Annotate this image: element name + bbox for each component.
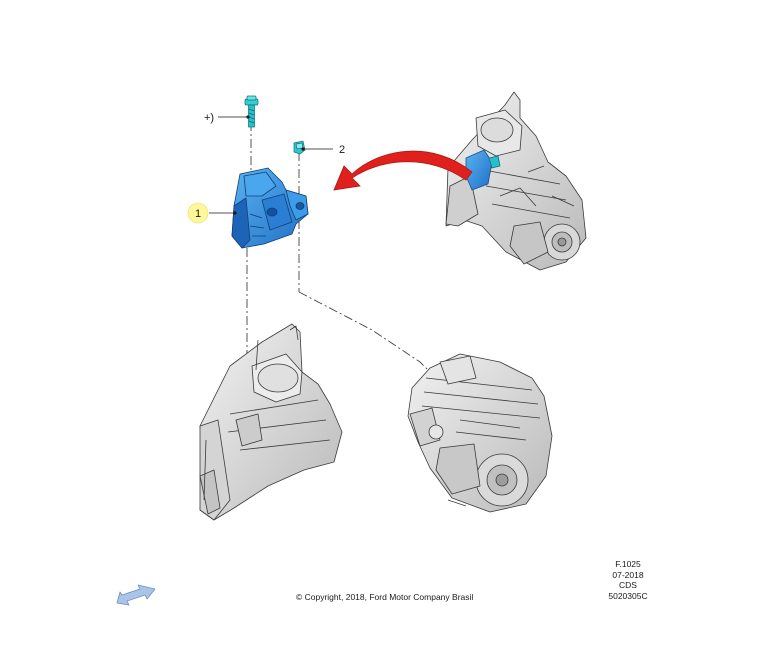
- previous-page-arrow-icon[interactable]: [116, 584, 156, 606]
- curved-red-arrow-icon: [333, 150, 473, 191]
- callout-2: 2: [301, 144, 345, 156]
- callout-1-highlight: [187, 202, 209, 224]
- engine-assembly-bottom: [407, 353, 553, 513]
- stud-nut-icon: [293, 140, 306, 155]
- callout-1: 1: [187, 202, 237, 224]
- figure-id: 5020305C: [608, 590, 648, 601]
- figure-date: 07-2018: [612, 569, 644, 580]
- engine-assembly-top: [445, 91, 587, 271]
- callout-1-label: 1: [195, 208, 201, 220]
- engine-mount-bracket: [231, 167, 309, 249]
- copyright-notice: © Copyright, 2018, Ford Motor Company Br…: [296, 592, 474, 602]
- figure-source: CDS: [619, 580, 637, 590]
- callout-2-label: 2: [339, 144, 345, 156]
- callout-plus: +): [204, 112, 250, 124]
- figure-code: F.1025: [615, 559, 641, 569]
- callout-plus-label: +): [204, 112, 214, 124]
- bolt-icon: [244, 95, 259, 128]
- body-structure-apron: [199, 323, 343, 521]
- illustration-reference: F.1025 07-2018 CDS 5020305C: [600, 559, 656, 601]
- engine-link-line: [298, 291, 435, 377]
